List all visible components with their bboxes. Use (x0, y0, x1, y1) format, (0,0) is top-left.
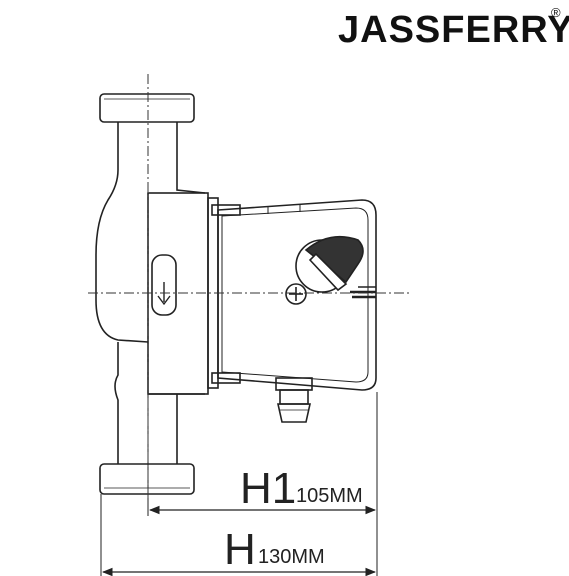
top-pipe-nut (99, 93, 195, 123)
flow-arrow-window (151, 254, 177, 316)
h-value: 130MM (258, 546, 325, 568)
pipe-body-lower (114, 342, 119, 464)
h1-symbol: H1 (240, 464, 296, 513)
h-symbol: H (224, 525, 256, 574)
brand-logo-text: JASSFERRY (338, 9, 569, 51)
registered-mark: ® (551, 5, 561, 20)
pipe-body-upper (95, 122, 119, 300)
bottom-pipe-nut (99, 463, 195, 495)
vent-screw (285, 283, 307, 305)
pump-volute (95, 299, 149, 343)
motor-body (217, 199, 377, 391)
h1-value: 105MM (296, 485, 363, 507)
